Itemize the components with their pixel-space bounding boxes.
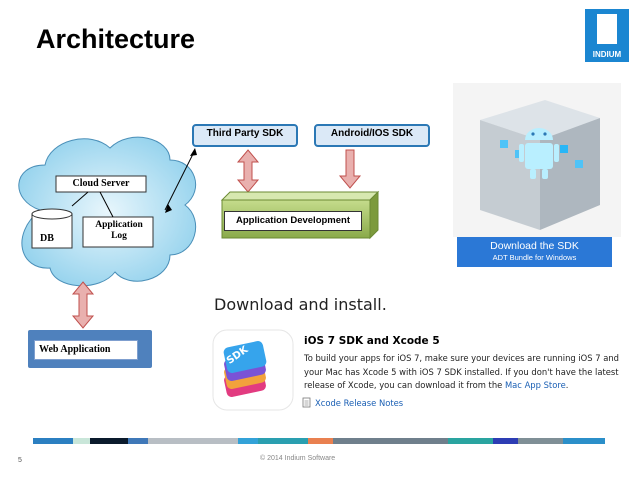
- slide-number: 5: [18, 457, 22, 464]
- third-party-sdk-label: Third Party SDK: [206, 128, 284, 139]
- db-cylinder-icon: [31, 208, 73, 249]
- android-ios-sdk-label: Android/IOS SDK: [330, 128, 414, 139]
- download-sdk-title: Download the SDK: [490, 240, 579, 252]
- download-sdk-button[interactable]: Download the SDK ADT Bundle for Windows: [457, 237, 612, 267]
- cloud-server-box: [55, 175, 147, 193]
- android-sdk-cube-image: [453, 83, 621, 237]
- ios-sdk-title: iOS 7 SDK and Xcode 5: [304, 335, 440, 347]
- web-application-label: Web Application: [34, 340, 138, 360]
- footer-color-bar: [33, 438, 605, 444]
- android-ios-box: [314, 124, 430, 147]
- xcode-release-notes-link[interactable]: Xcode Release Notes: [315, 398, 404, 408]
- application-log-label: Application Log: [95, 220, 143, 241]
- mac-app-store-link[interactable]: Mac App Store: [504, 380, 566, 390]
- down-arrow-red: [338, 149, 362, 189]
- logo-i-glyph: [597, 14, 617, 44]
- double-arrow-red-2: [71, 281, 95, 329]
- ios-sdk-description: To build your apps for iOS 7, make sure …: [304, 352, 634, 393]
- application-development-label: Application Development: [224, 211, 362, 231]
- ios-body-text: To build your apps for iOS 7, make sure …: [304, 353, 620, 390]
- logo-text: INDIUM: [592, 50, 622, 59]
- logo-mark: [596, 10, 618, 16]
- document-icon: [302, 397, 311, 408]
- copyright-footer: © 2014 Indium Software: [260, 455, 336, 462]
- db-label: DB: [40, 233, 54, 244]
- ios-body-end: .: [565, 380, 569, 390]
- download-sdk-subtitle: ADT Bundle for Windows: [492, 253, 577, 262]
- ios-sdk-icon: [212, 329, 294, 411]
- slide-title: Architecture: [36, 24, 196, 54]
- cloud-server-label: Cloud Server: [72, 178, 130, 189]
- cloud-shape: [18, 136, 197, 287]
- download-install-heading: Download and install.: [214, 295, 387, 314]
- double-arrow-red: [236, 149, 260, 193]
- app-log-box: [82, 216, 154, 248]
- third-party-box: [192, 124, 298, 147]
